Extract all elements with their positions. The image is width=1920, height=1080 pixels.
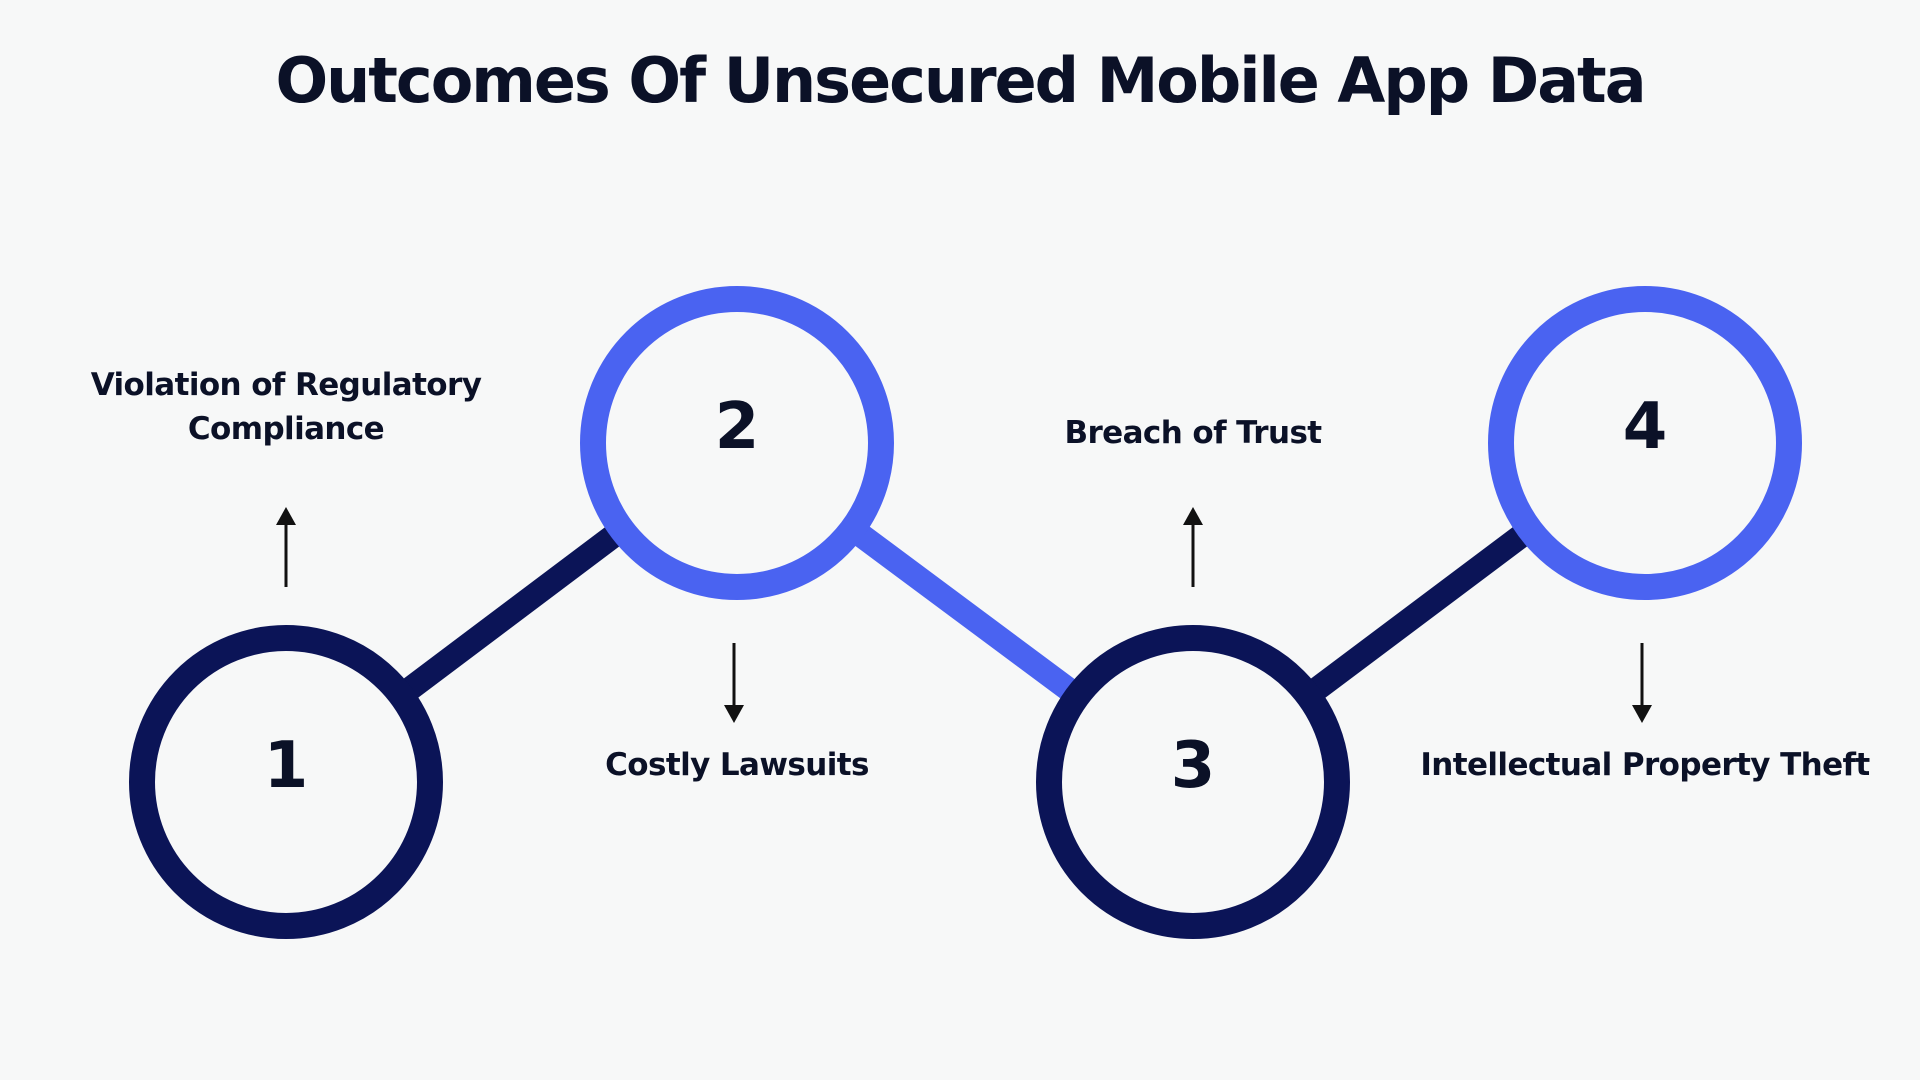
arrow-head xyxy=(276,507,296,525)
direction-arrows xyxy=(276,507,1652,723)
step-circle-4 xyxy=(1488,286,1802,600)
step-number-2: 2 xyxy=(715,390,760,464)
arrow-up-icon xyxy=(276,507,296,587)
outcome-label-1-line-1: Violation of Regulatory xyxy=(91,367,482,403)
arrow-head xyxy=(1632,705,1652,723)
outcome-label-3: Breach of Trust xyxy=(1064,415,1322,451)
step-circle-2 xyxy=(580,286,894,600)
step-number-1: 1 xyxy=(264,729,309,803)
arrow-up-icon xyxy=(1183,507,1203,587)
step-circle-1 xyxy=(129,625,443,939)
arrow-head xyxy=(1183,507,1203,525)
step-number-3: 3 xyxy=(1171,729,1216,803)
connector-lines xyxy=(278,433,1653,792)
step-labels: Violation of RegulatoryComplianceCostly … xyxy=(91,367,1871,783)
outcome-label-2: Costly Lawsuits xyxy=(605,747,869,783)
outcome-label-4: Intellectual Property Theft xyxy=(1420,747,1870,783)
step-number-4: 4 xyxy=(1623,390,1668,464)
outcome-label-1-line-2: Compliance xyxy=(188,411,384,447)
page-title: Outcomes Of Unsecured Mobile App Data xyxy=(275,44,1644,117)
arrow-down-icon xyxy=(724,643,744,723)
arrow-down-icon xyxy=(1632,643,1652,723)
arrow-head xyxy=(724,705,744,723)
step-circles: 1 2 3 4 xyxy=(129,286,1802,939)
step-circle-3 xyxy=(1036,625,1350,939)
